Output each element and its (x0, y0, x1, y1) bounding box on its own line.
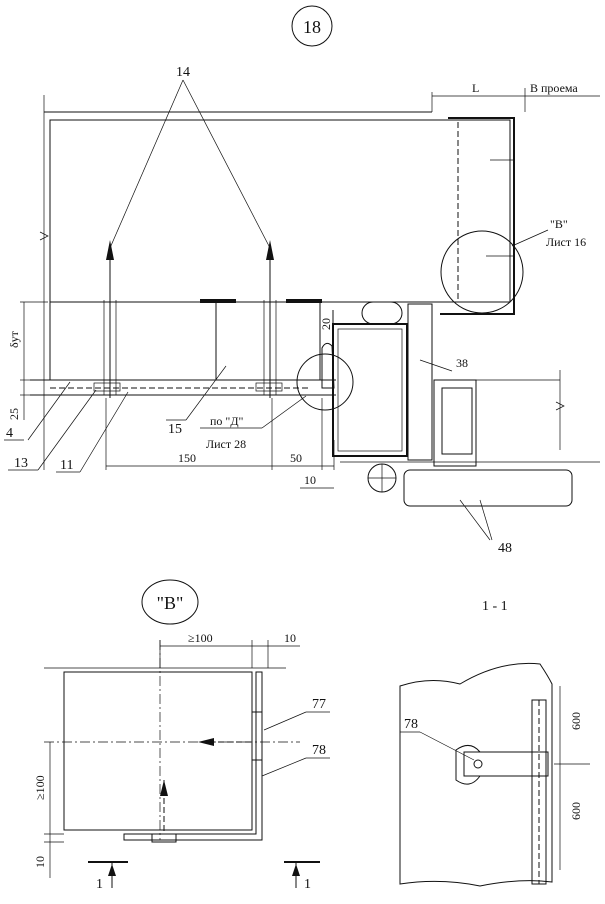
list-16: Лист 16 (546, 235, 586, 249)
insulation-layer (49, 301, 321, 381)
list-28: Лист 28 (206, 437, 246, 451)
label-13: 13 (14, 456, 28, 471)
dim-600-bottom: 600 (569, 802, 583, 820)
detail-number-badge: 18 (291, 5, 333, 47)
steel-angle (440, 117, 515, 315)
dim-50: 50 (290, 451, 302, 465)
seal-profile (361, 301, 403, 325)
section-title: 1 - 1 (482, 599, 508, 614)
section-arrow-right: 1 (304, 877, 311, 892)
section-arrow-left: 1 (96, 877, 103, 892)
callout-circle-d (296, 353, 354, 411)
dim-delta: δут (7, 330, 21, 348)
dim-10-top: 10 (284, 631, 296, 645)
detail-number: 18 (303, 17, 321, 37)
dim-150: 150 (178, 451, 196, 465)
detail-b-title: "В" (157, 593, 184, 613)
v-proema: В проема (530, 81, 578, 95)
dim-L: L (472, 81, 479, 95)
detail-b-masonry (63, 671, 253, 831)
section-78: 78 (404, 717, 418, 732)
wood-block (407, 303, 433, 461)
wall-section (399, 662, 553, 887)
dim-10-side: 10 (33, 856, 47, 868)
label-4: 4 (6, 426, 13, 441)
label-15: 15 (168, 422, 182, 437)
dim-ge100-side: ≥100 (33, 775, 47, 800)
window-sill (403, 469, 573, 507)
label-48: 48 (498, 541, 512, 556)
ref-b: "В" (550, 217, 568, 231)
label-38: 38 (456, 356, 468, 370)
dim-20: 20 (319, 318, 333, 330)
dim-10: 10 (304, 473, 316, 487)
callout-circle-b (440, 230, 524, 314)
steel-profile (332, 323, 408, 457)
po-d: по "Д" (210, 414, 244, 428)
dim-600-top: 600 (569, 712, 583, 730)
label-11: 11 (60, 458, 73, 473)
detail-b-77: 77 (312, 697, 326, 712)
detail-b: "В" ≥100 10 77 78 ≥100 10 (33, 579, 330, 892)
section-1-1: 1 - 1 78 600 600 (399, 599, 590, 887)
main-section: 14 L В проема "В" Лист 16 38 (4, 65, 600, 556)
detail-b-angle (123, 671, 263, 841)
anchor-plate (463, 751, 549, 777)
dim-ge100-top: ≥100 (188, 631, 213, 645)
detail-b-78: 78 (312, 743, 326, 758)
dim-25: 25 (7, 408, 21, 420)
window-sash (433, 379, 477, 467)
label-14: 14 (176, 65, 190, 80)
